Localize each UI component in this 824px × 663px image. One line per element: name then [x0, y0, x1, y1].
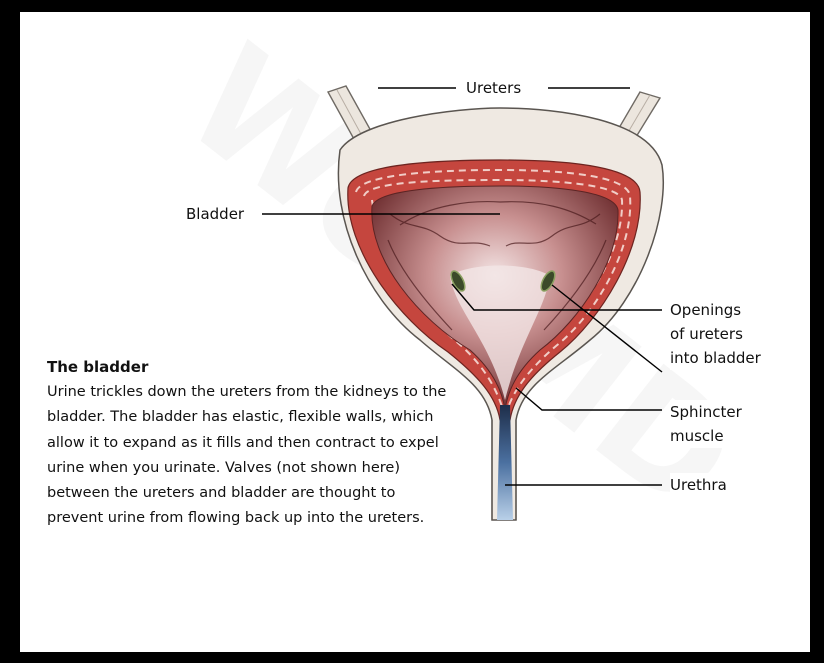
ureters-label: Ureters	[462, 76, 525, 100]
description-body: Urine trickles down the ureters from the…	[47, 380, 447, 532]
sphincter-label-line-2: muscle	[670, 424, 724, 448]
urethra-label: Urethra	[670, 473, 727, 497]
sphincter-label-line-1: Sphincter	[670, 400, 742, 424]
openings-label-line-2: of ureters	[670, 322, 743, 346]
description-block: The bladder Urine trickles down the uret…	[47, 357, 447, 532]
openings-label-line-1: Openings	[670, 298, 741, 322]
description-title: The bladder	[47, 357, 447, 378]
openings-label-line-3: into bladder	[670, 346, 761, 370]
bladder-label: Bladder	[186, 202, 244, 226]
